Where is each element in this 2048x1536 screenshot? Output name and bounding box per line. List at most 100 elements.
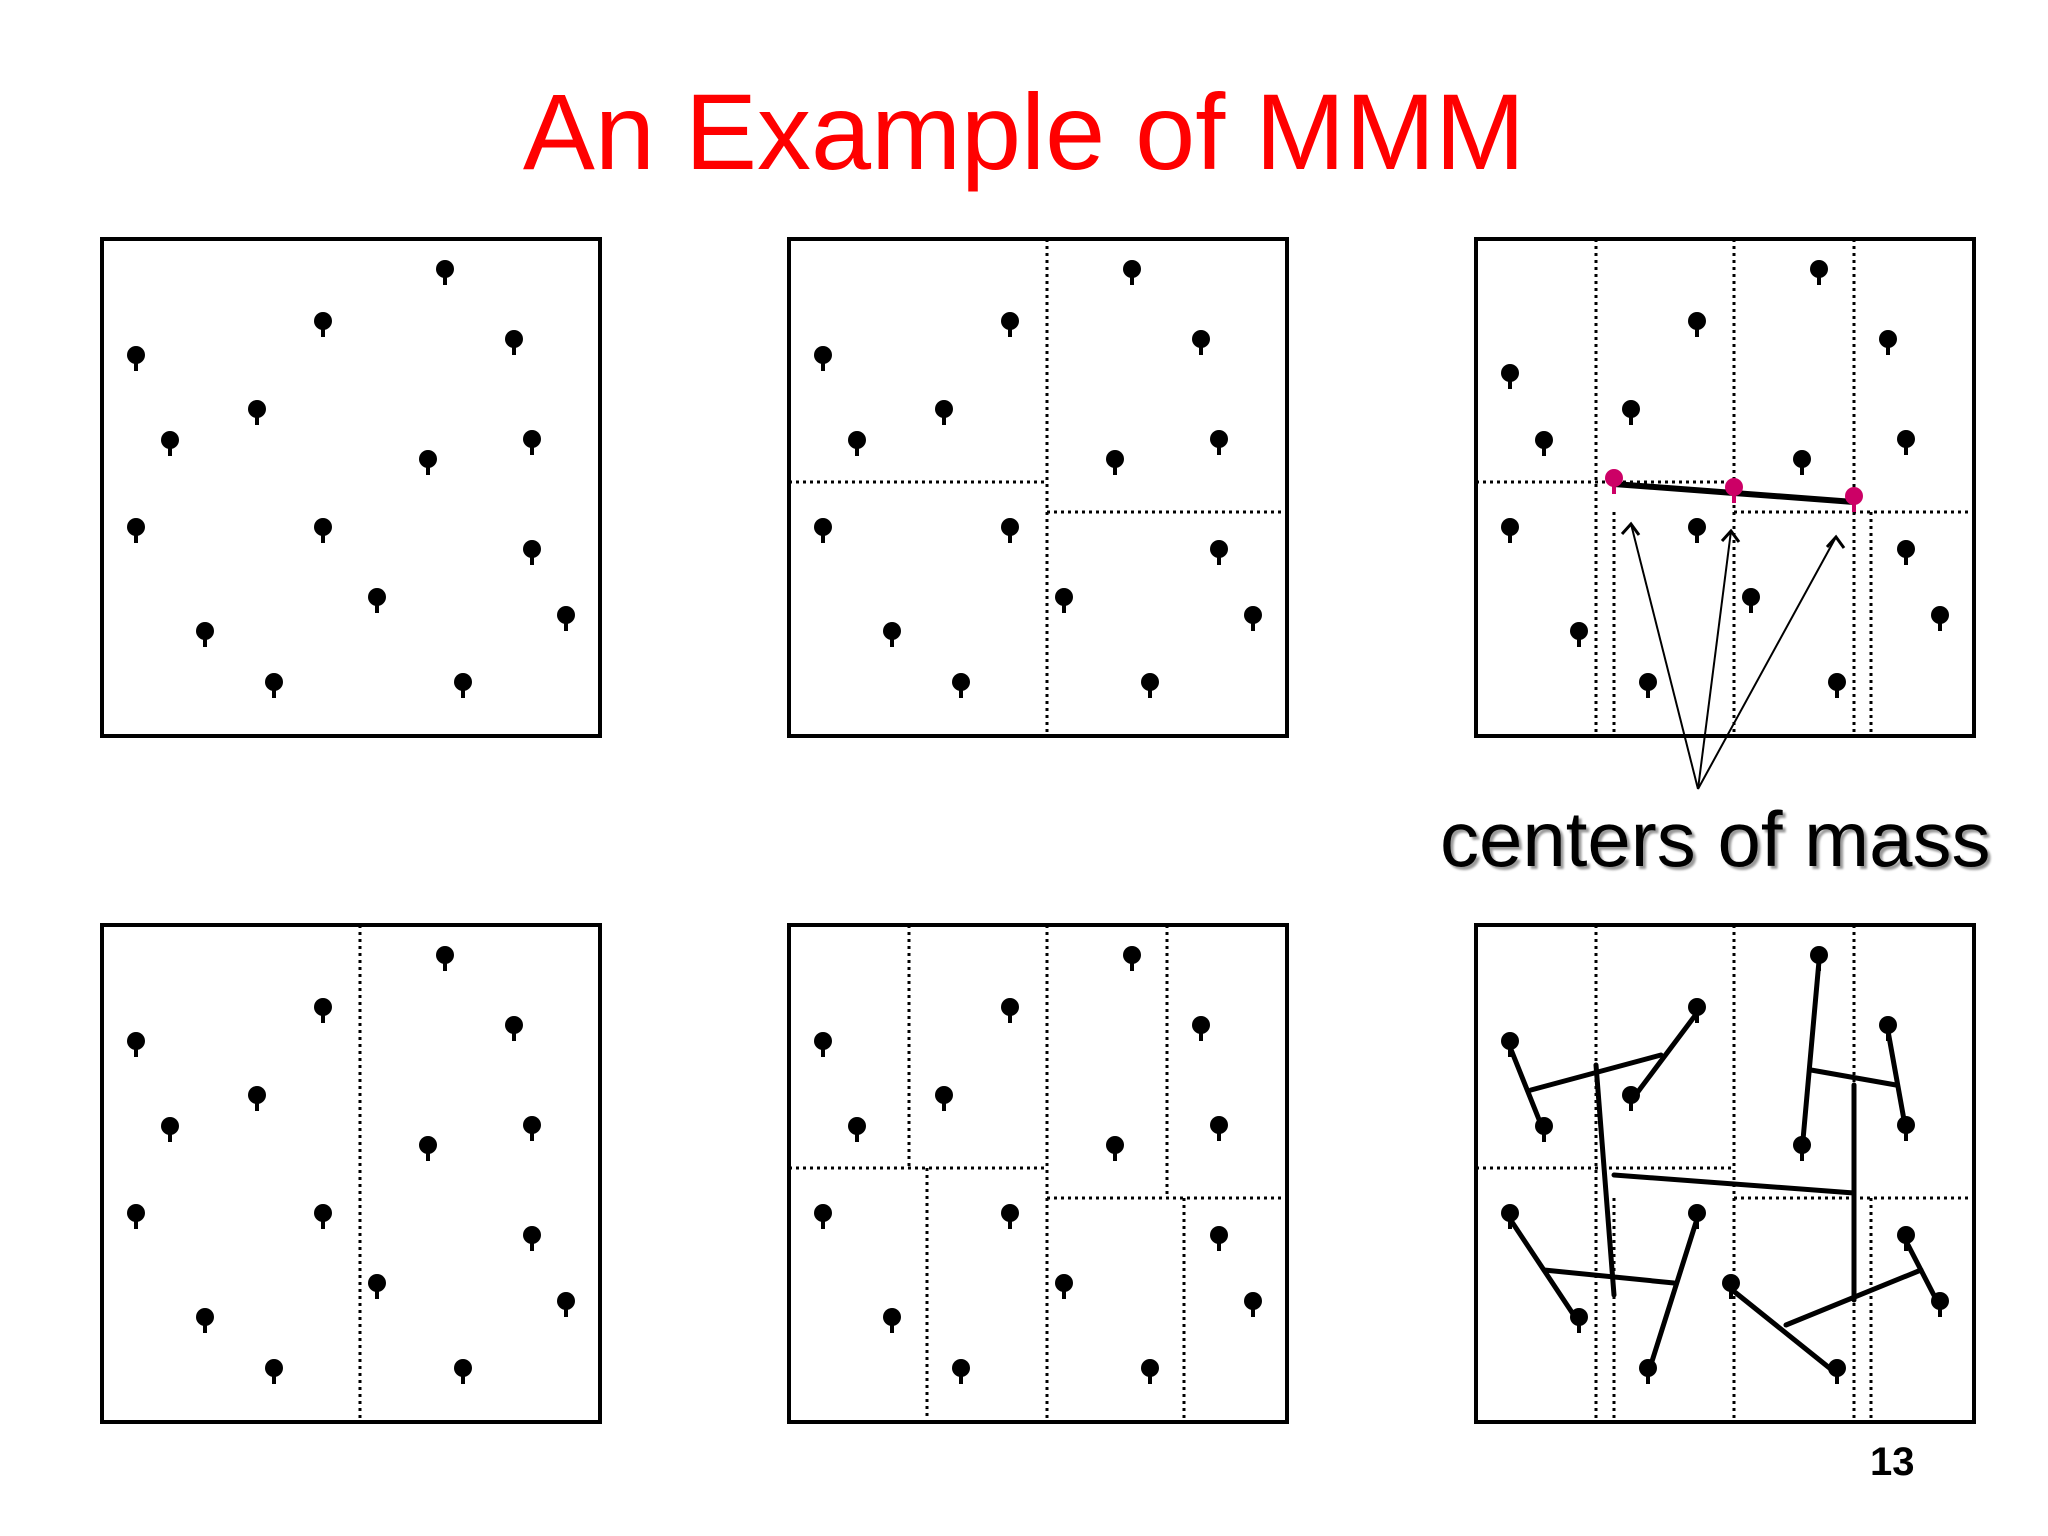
matching-edge xyxy=(1783,1267,1924,1328)
point xyxy=(1639,1359,1657,1384)
point xyxy=(1244,1292,1262,1317)
point xyxy=(1210,1226,1228,1251)
point xyxy=(814,1032,832,1057)
point xyxy=(248,1086,266,1111)
point xyxy=(1897,1116,1915,1141)
panel-4 xyxy=(100,923,602,1424)
point xyxy=(1688,518,1706,543)
point xyxy=(1897,1226,1915,1251)
point xyxy=(883,622,901,647)
point xyxy=(1001,1204,1019,1229)
matching-edge xyxy=(1808,1067,1899,1088)
point xyxy=(557,606,575,631)
point xyxy=(1622,400,1640,425)
point xyxy=(1192,330,1210,355)
point xyxy=(1535,1117,1553,1142)
point xyxy=(314,518,332,543)
arrow-head xyxy=(1720,528,1741,543)
panel-frame xyxy=(100,923,602,1424)
point xyxy=(127,1204,145,1229)
panel-frame xyxy=(787,923,1289,1424)
matching-edge xyxy=(1645,1216,1700,1377)
panel-frame xyxy=(100,237,602,738)
point xyxy=(814,1204,832,1229)
point xyxy=(1123,260,1141,285)
point xyxy=(505,1016,523,1041)
point xyxy=(1931,1292,1949,1317)
point xyxy=(1793,1136,1811,1161)
point xyxy=(161,431,179,456)
point xyxy=(1897,540,1915,565)
center-of-mass-point xyxy=(1845,487,1863,512)
point xyxy=(1244,606,1262,631)
point xyxy=(196,622,214,647)
point xyxy=(523,540,541,565)
point xyxy=(1828,1359,1846,1384)
point xyxy=(1501,1032,1519,1057)
point xyxy=(1570,1308,1588,1333)
point xyxy=(265,1359,283,1384)
point xyxy=(1535,431,1553,456)
point xyxy=(127,1032,145,1057)
point xyxy=(368,1274,386,1299)
point xyxy=(557,1292,575,1317)
point xyxy=(419,1136,437,1161)
point xyxy=(1688,312,1706,337)
point xyxy=(314,1204,332,1229)
point xyxy=(952,673,970,698)
point xyxy=(1210,1116,1228,1141)
point xyxy=(1931,606,1949,631)
point xyxy=(161,1117,179,1142)
matching-edge xyxy=(1885,1028,1909,1134)
point xyxy=(248,400,266,425)
centers-of-mass-label: centers of mass xyxy=(1440,795,1991,883)
matching-edge xyxy=(1628,1010,1700,1104)
panel-frame xyxy=(787,237,1289,738)
point xyxy=(1141,1359,1159,1384)
point xyxy=(1570,622,1588,647)
point xyxy=(848,431,866,456)
matching-edge xyxy=(1611,481,1737,496)
point xyxy=(1722,1274,1740,1299)
point xyxy=(883,1308,901,1333)
point xyxy=(454,1359,472,1384)
point xyxy=(523,1116,541,1141)
center-of-mass-point xyxy=(1605,469,1623,494)
matching-edge xyxy=(1507,1044,1547,1135)
panel-frame xyxy=(1474,923,1976,1424)
point xyxy=(814,518,832,543)
matching-edge xyxy=(1731,490,1857,505)
matching-edge xyxy=(1611,1172,1857,1196)
point xyxy=(1897,430,1915,455)
point xyxy=(1501,518,1519,543)
point xyxy=(1001,518,1019,543)
center-of-mass-point xyxy=(1725,478,1743,503)
panel-6 xyxy=(1474,923,1976,1424)
point xyxy=(814,346,832,371)
point xyxy=(1688,1204,1706,1229)
point xyxy=(454,673,472,698)
point xyxy=(1055,1274,1073,1299)
point xyxy=(314,312,332,337)
point xyxy=(1001,312,1019,337)
point xyxy=(1879,1016,1897,1041)
point xyxy=(1210,430,1228,455)
point xyxy=(935,1086,953,1111)
point xyxy=(1810,260,1828,285)
point xyxy=(314,998,332,1023)
panel-frame xyxy=(1474,237,1976,738)
point xyxy=(1639,673,1657,698)
point xyxy=(1210,540,1228,565)
matching-edge xyxy=(1728,1286,1840,1377)
point xyxy=(1688,998,1706,1023)
point xyxy=(1141,673,1159,698)
point xyxy=(935,400,953,425)
point xyxy=(505,330,523,355)
panel-2 xyxy=(787,237,1289,738)
point xyxy=(1793,450,1811,475)
point xyxy=(1622,1086,1640,1111)
matching-edge xyxy=(1593,1062,1617,1298)
annotation-arrow xyxy=(1697,530,1732,790)
point xyxy=(1501,364,1519,389)
